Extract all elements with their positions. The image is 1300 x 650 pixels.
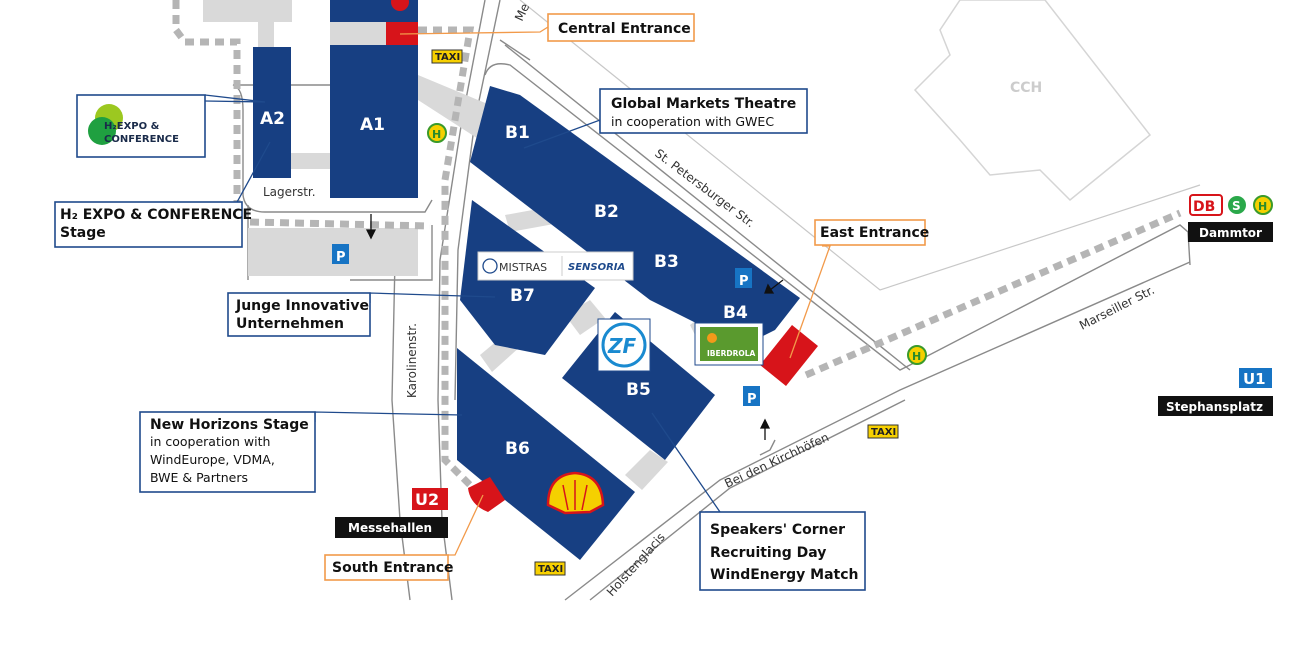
callouts-new-horizons-sub3-text: BWE & Partners: [150, 470, 248, 485]
callout-h2-stage: H₂ EXPO & CONFERENCE Stage: [54, 201, 252, 248]
h2expo-logo-text: H₂EXPO &: [104, 121, 160, 132]
callout-new-horizons: New Horizons Stage in cooperation with W…: [139, 411, 316, 493]
transit-taxi-text: TAXI: [435, 52, 460, 63]
transit-dammtor-text: Dammtor: [1199, 226, 1262, 240]
logos-sensoria-text: SENSORIA: [568, 262, 625, 273]
hall-label-b7: B7: [510, 286, 535, 306]
walkways: [203, 0, 722, 490]
transit-db-text: DB: [1193, 199, 1215, 215]
transit-messehallen-text: Messehallen: [348, 521, 432, 535]
hall-a1[interactable]: [330, 45, 418, 198]
callout-central-entrance: Central Entrance: [547, 13, 695, 42]
dammtor-station: DB S H Dammtor: [1188, 194, 1273, 242]
callouts-new-horizons-sub1-text: in cooperation with: [150, 434, 270, 449]
transit-parking-text: P: [739, 274, 749, 289]
street-bei-den-kirchhoefen: Bei den Kirchhöfen: [722, 430, 831, 491]
street-lagerstr: Lagerstr.: [263, 185, 316, 199]
transit-taxi-text: TAXI: [871, 427, 896, 438]
transit-u2-text: U2: [415, 490, 439, 509]
callouts-speakers-line2-text: Recruiting Day: [710, 545, 826, 561]
street-holstenglacis: Holstenglacis: [604, 530, 668, 599]
hall-label-b2: B2: [594, 202, 619, 222]
hall-label-b5: B5: [626, 380, 651, 400]
hall-b1-b4[interactable]: [470, 86, 800, 345]
street-marseiller: Marseiller Str.: [1077, 283, 1157, 333]
callouts-speakers-line1-text: Speakers' Corner: [710, 522, 845, 538]
transit-stephansplatz-text: Stephansplatz: [1166, 400, 1263, 414]
callouts-h2-stage-line2-text: Stage: [60, 225, 106, 241]
logos-h2expo-line2-text: CONFERENCE: [104, 134, 179, 145]
messehallen-station: U2 Messehallen: [335, 488, 448, 538]
transit-bus-text: H: [1258, 200, 1267, 213]
zf-logo: ZF: [597, 318, 651, 372]
callout-speakers: Speakers' Corner Recruiting Day WindEner…: [699, 511, 866, 591]
hall-label-b1: B1: [505, 123, 530, 143]
hall-label-b6: B6: [505, 439, 530, 459]
taxi-badges: TAXI TAXI TAXI: [431, 49, 899, 576]
callouts-south-entrance-text: South Entrance: [332, 560, 454, 576]
stephansplatz-station: U1 Stephansplatz: [1158, 368, 1273, 416]
south-entrance-marker: [468, 477, 505, 512]
transit-sbahn-text: S: [1232, 199, 1241, 213]
callout-junge: Junge Innovative Unternehmen: [227, 292, 371, 337]
east-entrance-marker: [760, 325, 818, 386]
iberdrola-logo: IBERDROLA: [694, 322, 764, 366]
callouts-global-markets-title-text: Global Markets Theatre: [611, 96, 796, 112]
callouts-east-entrance-text: East Entrance: [820, 225, 929, 241]
callout-east-entrance: East Entrance: [814, 219, 929, 246]
hall-a2[interactable]: [253, 47, 291, 178]
callouts-central-entrance-text: Central Entrance: [558, 21, 691, 37]
transit-bus-text: H: [912, 350, 921, 363]
callout-global-markets: Global Markets Theatre in cooperation wi…: [599, 88, 808, 134]
shell-logo: [546, 471, 605, 515]
hall-label-a1: A1: [360, 115, 385, 135]
callouts-global-markets-sub-text: in cooperation with GWEC: [611, 114, 774, 129]
logos-iberdrola-text: IBERDROLA: [707, 349, 756, 358]
transit-parking-text: P: [336, 250, 346, 265]
street-messeplatz: Me: [512, 1, 532, 23]
callouts-speakers-line3-text: WindEnergy Match: [710, 567, 859, 583]
transit-bus-text: H: [432, 128, 441, 141]
callouts-new-horizons-sub2-text: WindEurope, VDMA,: [150, 452, 275, 467]
logos-zf-text: ZF: [607, 334, 637, 358]
callout-h2-logo: H₂EXPO & CONFERENCE: [76, 94, 206, 158]
logos-mistras-text: MISTRAS: [499, 261, 547, 274]
bus-stops: H H: [427, 123, 927, 365]
callouts-h2-stage-line1-text: H₂ EXPO & CONFERENCE: [60, 207, 252, 223]
transit-u1-text: U1: [1243, 370, 1266, 388]
callouts-new-horizons-title-text: New Horizons Stage: [150, 417, 309, 433]
callouts-junge-line1-text: Junge Innovative: [235, 298, 369, 314]
transit-taxi-text: TAXI: [538, 564, 563, 575]
hall-label-a2: A2: [260, 109, 285, 129]
parking-icons: P P P: [332, 244, 760, 407]
hall-label-b3: B3: [654, 252, 679, 272]
roads: [232, 0, 1201, 601]
cch-building: CCH: [913, 0, 1152, 202]
callout-south-entrance: South Entrance: [324, 554, 454, 581]
arrows: [365, 214, 784, 440]
street-karolinenstr: Karolinenstr.: [405, 323, 419, 398]
callouts-junge-line2-text: Unternehmen: [236, 316, 344, 332]
cch-label: CCH: [1010, 80, 1042, 96]
mistras-sensoria-logo: MISTRAS SENSORIA: [477, 251, 634, 281]
transit-parking-text: P: [747, 392, 757, 407]
hall-label-b4: B4: [723, 303, 748, 323]
